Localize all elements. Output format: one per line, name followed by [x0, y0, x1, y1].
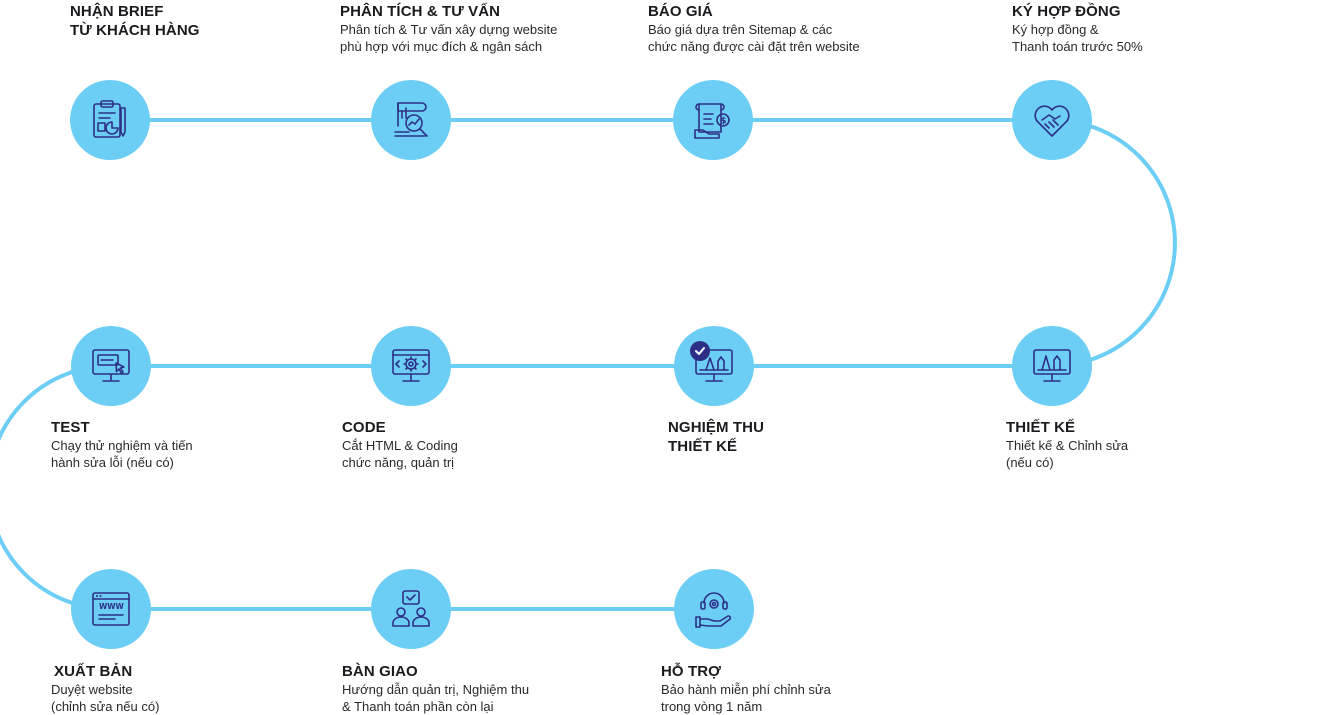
step-description: Chạy thử nghiệm và tiến: [51, 438, 193, 453]
step-2-label: PHÂN TÍCH & TƯ VẤN Phân tích & Tư vấn xâ…: [340, 2, 557, 55]
approved-design-monitor-icon: [695, 349, 733, 382]
step-11-label: HỖ TRỢ Bảo hành miễn phí chỉnh sửa trong…: [661, 662, 831, 715]
step-description-line2: chức năng, quản trị: [342, 455, 455, 470]
code-gear-monitor-icon: [392, 349, 430, 382]
step-8-label: TEST Chạy thử nghiệm và tiến hành sửa lỗ…: [51, 418, 193, 471]
check-badge-icon: [690, 341, 710, 361]
step-description-line2: & Thanh toán phần còn lại: [342, 699, 494, 714]
step-description: Phân tích & Tư vấn xây dựng website: [340, 22, 558, 37]
step-6-label: NGHIỆM THU THIẾT KẾ: [668, 418, 764, 456]
step-description-line2: hành sửa lỗi (nếu có): [51, 455, 174, 470]
step-title: NHẬN BRIEF: [70, 3, 164, 20]
handshake-heart-icon: [1034, 105, 1070, 137]
step-title: BÀN GIAO: [342, 663, 418, 680]
step-description-line2: (nếu có): [1006, 455, 1054, 470]
step-description: Ký hợp đồng &: [1012, 22, 1099, 37]
step-description: Thiết kế & Chỉnh sửa: [1006, 438, 1129, 453]
step-4-label: KÝ HỢP ĐỒNG Ký hợp đồng & Thanh toán trư…: [1012, 2, 1143, 55]
step-description: Hướng dẫn quản trị, Nghiệm thu: [342, 682, 530, 697]
step-description-line2: (chỉnh sửa nếu có): [51, 699, 160, 714]
step-3-label: BÁO GIÁ Báo giá dựa trên Sitemap & các c…: [648, 2, 860, 55]
step-5-label: THIẾT KẾ Thiết kế & Chỉnh sửa (nếu có): [1006, 418, 1128, 471]
step-title: THIẾT KẾ: [1006, 419, 1076, 436]
clipboard-chart-icon: [93, 100, 126, 138]
design-monitor-icon: [1033, 349, 1071, 382]
step-title: BÁO GIÁ: [648, 3, 713, 20]
svg-text:WWW: WWW: [99, 602, 125, 611]
step-description-line2: chức năng được cài đặt trên website: [648, 39, 860, 54]
step-description: Cắt HTML & Coding: [342, 438, 458, 453]
step-title: PHÂN TÍCH & TƯ VẤN: [340, 3, 501, 20]
test-monitor-icon: [92, 349, 130, 382]
step-title: HỖ TRỢ: [661, 663, 722, 680]
step-description-line2: Thanh toán trước 50%: [1012, 39, 1143, 54]
step-title: KÝ HỢP ĐỒNG: [1012, 3, 1121, 20]
track-line: [0, 118, 1177, 611]
step-8-circle: [71, 326, 151, 406]
step-description: Báo giá dựa trên Sitemap & các: [648, 22, 833, 37]
step-7-circle: [371, 326, 451, 406]
step-4-circle: [1012, 80, 1092, 160]
step-10-label: BÀN GIAO Hướng dẫn quản trị, Nghiệm thu …: [342, 662, 529, 715]
step-9-circle: WWW: [71, 569, 151, 649]
support-hand-gear-icon: [695, 592, 732, 628]
step-5-circle: [1012, 326, 1092, 406]
step-description-line2: phù hợp với mục đích & ngân sách: [340, 39, 543, 54]
invoice-dollar-icon: $: [694, 103, 730, 139]
step-11-circle: [674, 569, 754, 649]
step-1-label: NHẬN BRIEF TỪ KHÁCH HÀNG: [70, 2, 200, 40]
analysis-magnifier-icon: [394, 102, 428, 137]
step-description-line2: trong vòng 1 năm: [661, 699, 763, 714]
step-description: Duyệt website: [51, 682, 133, 697]
step-title: TEST: [51, 419, 90, 436]
step-2-circle: [371, 80, 451, 160]
step-title-line2: TỪ KHÁCH HÀNG: [70, 22, 200, 39]
step-title: XUẤT BẢN: [54, 663, 133, 680]
step-title: CODE: [342, 419, 386, 436]
step-7-label: CODE Cắt HTML & Coding chức năng, quản t…: [342, 418, 458, 471]
www-browser-icon: WWW: [92, 592, 130, 626]
handover-team-icon: [392, 590, 430, 627]
step-6-circle: [674, 326, 754, 406]
step-description: Bảo hành miễn phí chỉnh sửa: [661, 682, 831, 697]
step-9-label: XUẤT BẢN Duyệt website (chỉnh sửa nếu có…: [51, 662, 159, 715]
step-title: NGHIỆM THU: [668, 419, 764, 436]
step-1-circle: [70, 80, 150, 160]
step-10-circle: [371, 569, 451, 649]
step-3-circle: $: [673, 80, 753, 160]
step-title-line2: THIẾT KẾ: [668, 438, 738, 455]
svg-text:$: $: [720, 117, 726, 127]
